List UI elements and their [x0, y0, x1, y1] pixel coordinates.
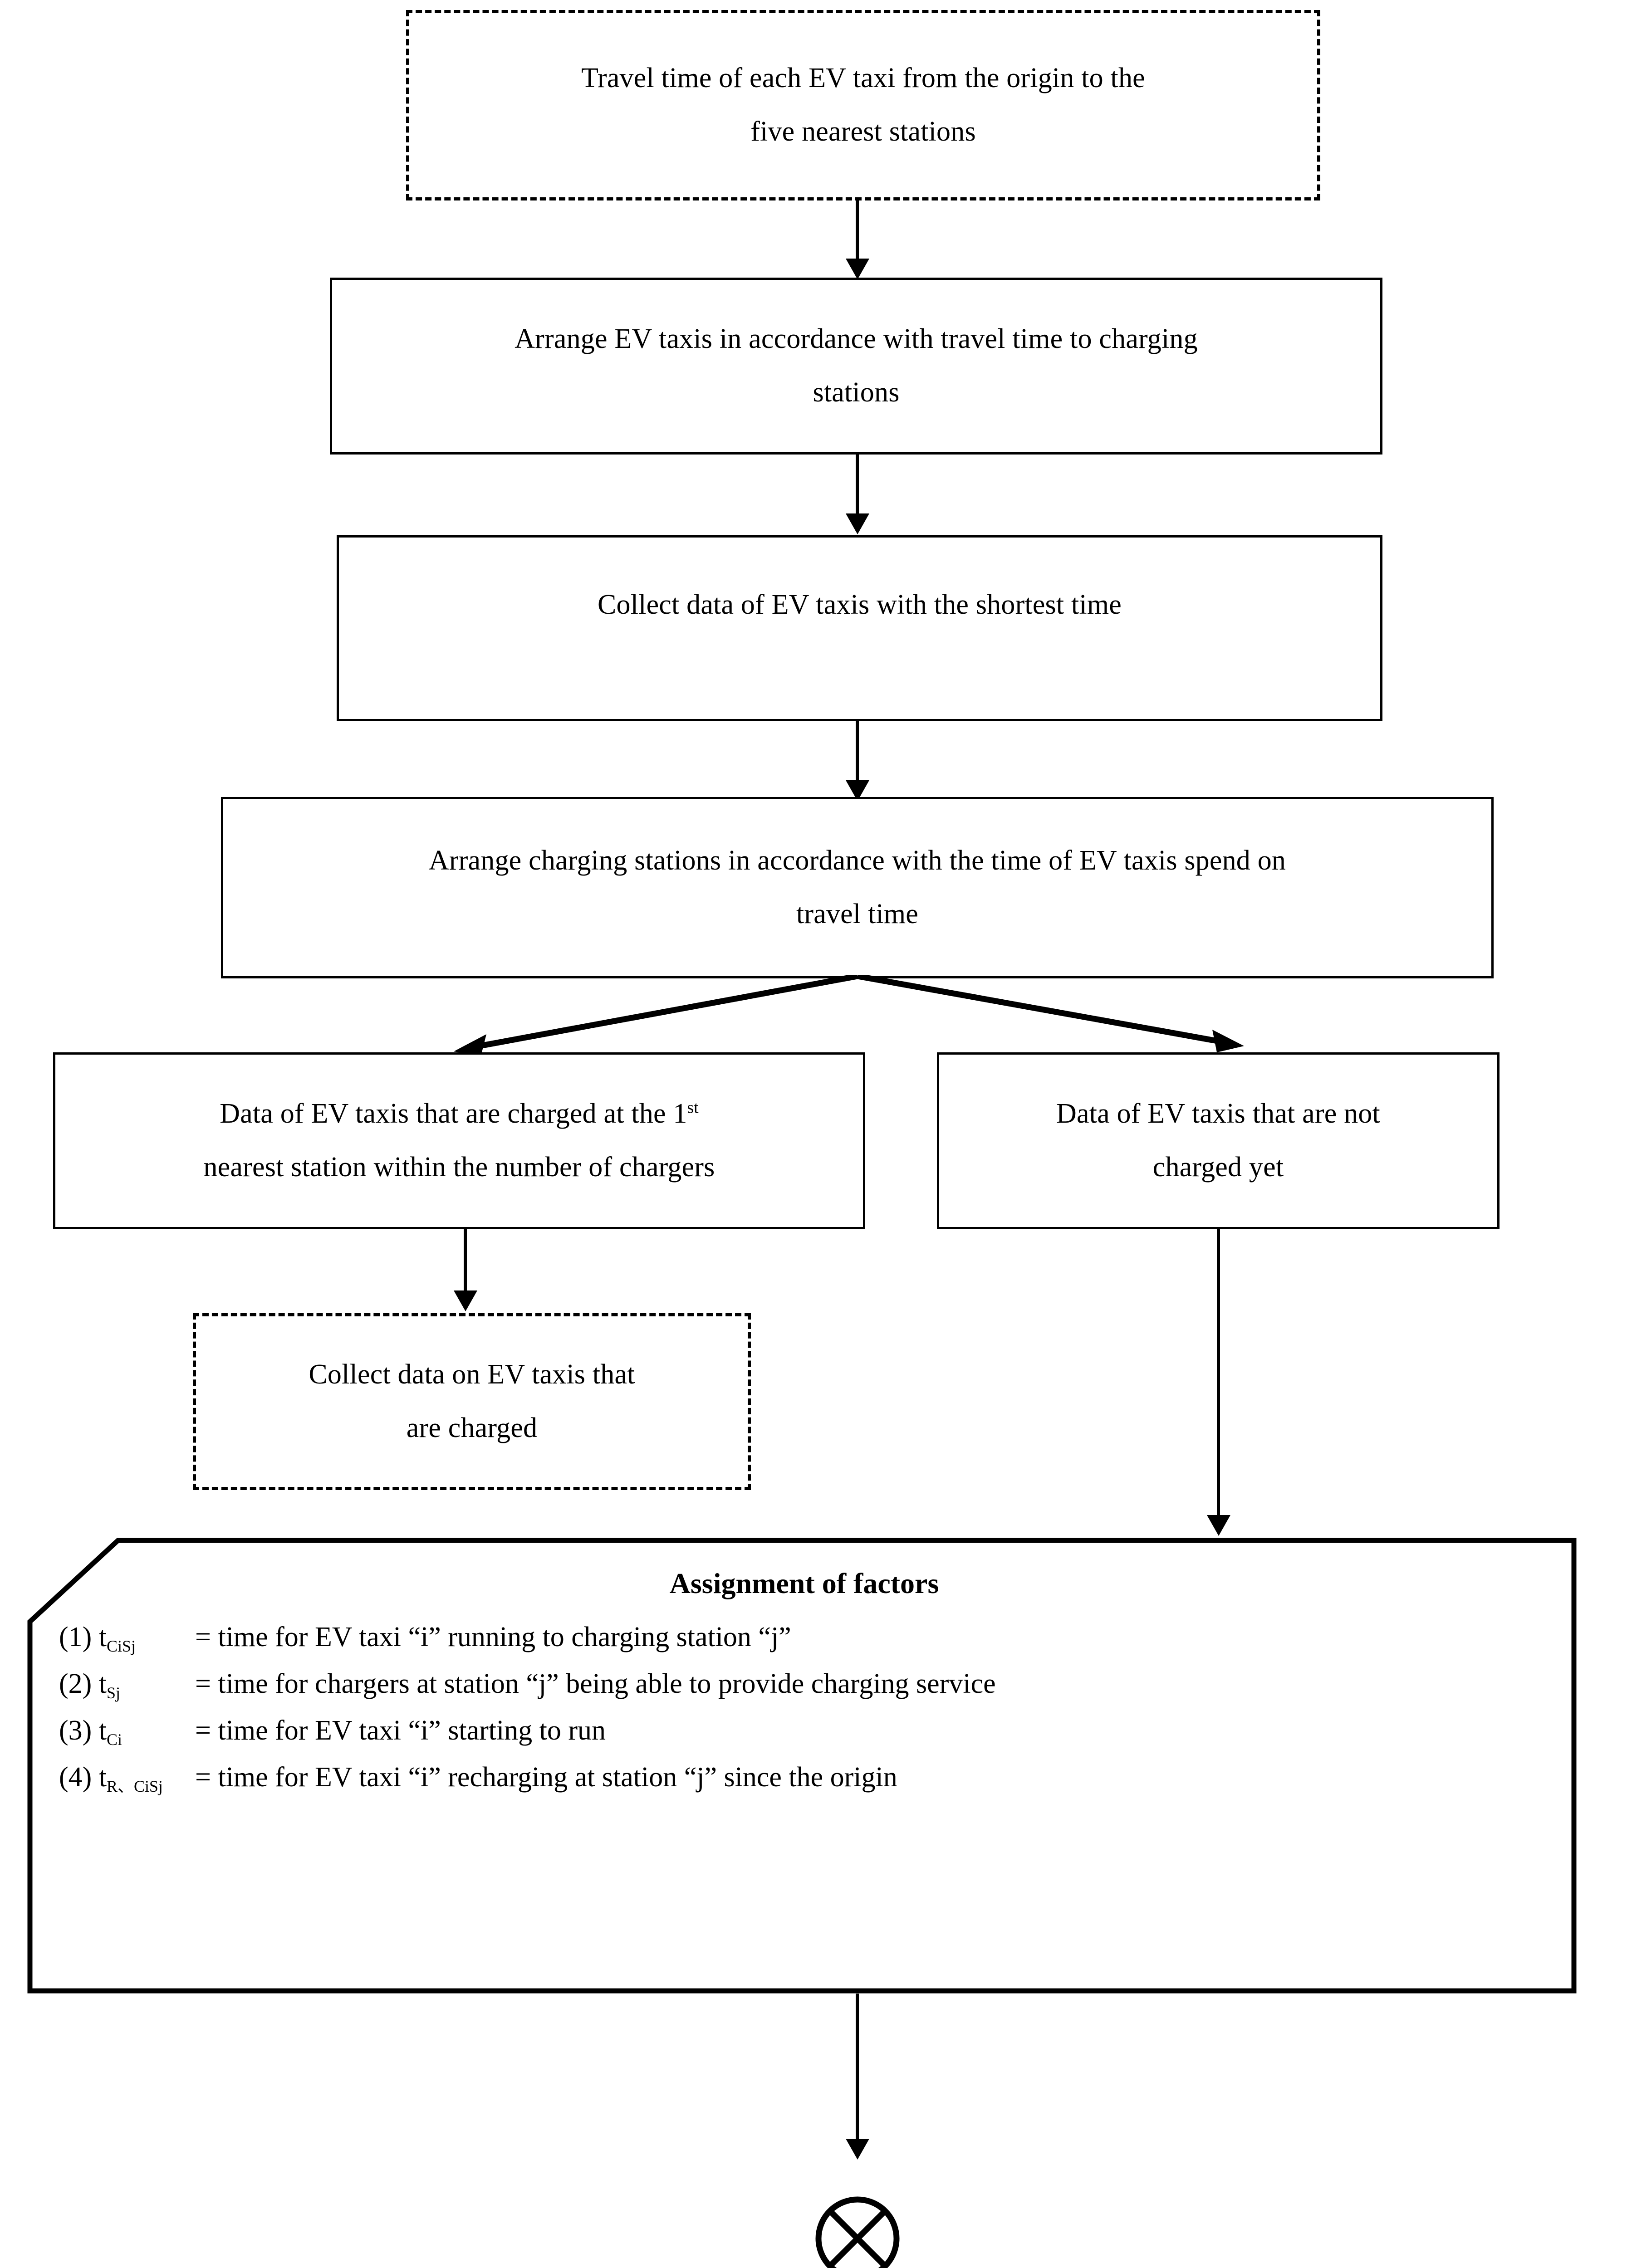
arrowhead-travel-to-arrange-taxis: [846, 259, 869, 279]
factor-row: (3) tCi = time for EV taxi “i” starting …: [59, 1715, 1549, 1749]
terminator-connector-icon: [812, 2193, 903, 2268]
factor-description: = time for EV taxi “i” recharging at sta…: [195, 1762, 897, 1793]
connector-collect-to-arrange-stations: [856, 721, 859, 785]
node-collect-charged-line2: are charged: [406, 1413, 538, 1443]
node-arrange-taxis-line1: Arrange EV taxis in accordance with trav…: [515, 323, 1198, 355]
node-travel-time: Travel time of each EV taxi from the ori…: [406, 10, 1320, 200]
factor-symbol: (2) tSj: [59, 1668, 121, 1702]
factor-subscript: R、CiSj: [107, 1777, 163, 1795]
node-charged-first-station-line1: Data of EV taxis that are charged at the…: [220, 1098, 699, 1129]
node-collect-charged: Collect data on EV taxis that are charge…: [193, 1313, 751, 1490]
node-assignment-of-factors: Assignment of factors (1) tCiSj = time f…: [27, 1538, 1577, 1994]
factor-symbol: (4) tR、CiSj: [59, 1762, 163, 1795]
node-not-charged-yet-line2: charged yet: [1152, 1152, 1284, 1183]
factor-description: = time for EV taxi “i” running to chargi…: [195, 1622, 791, 1652]
node-charged-first-station-line2: nearest station within the number of cha…: [203, 1152, 715, 1183]
factor-row: (4) tR、CiSj = time for EV taxi “i” recha…: [59, 1761, 1549, 1795]
node-collect-shortest: Collect data of EV taxis with the shorte…: [337, 535, 1382, 721]
factor-symbol: (3) tCi: [59, 1715, 123, 1749]
branch-arrows: [454, 975, 1244, 1056]
node-arrange-stations-line2: travel time: [796, 899, 919, 929]
connector-arrange-taxis-to-collect: [856, 455, 859, 518]
node-travel-time-line2: five nearest stations: [750, 116, 976, 147]
node-collect-shortest-line1: Collect data of EV taxis with the shorte…: [597, 589, 1122, 620]
factor-description: = time for EV taxi “i” starting to run: [195, 1715, 606, 1746]
node-arrange-taxis: Arrange EV taxis in accordance with trav…: [330, 278, 1382, 455]
node-charged-first-station: Data of EV taxis that are charged at the…: [53, 1052, 865, 1229]
arrowhead-arrange-taxis-to-collect: [846, 513, 869, 534]
connector-charged-first-to-collect-charged: [464, 1229, 467, 1295]
factor-row: (1) tCiSj = time for EV taxi “i” running…: [59, 1621, 1549, 1655]
factor-description: = time for chargers at station “j” being…: [195, 1668, 996, 1699]
arrowhead-charged-first-to-collect-charged: [454, 1290, 477, 1311]
node-not-charged-yet: Data of EV taxis that are not charged ye…: [937, 1052, 1500, 1229]
assignment-box-outline: [27, 1538, 1577, 1994]
node-travel-time-line1: Travel time of each EV taxi from the ori…: [581, 63, 1145, 94]
connector-assignment-to-terminator: [856, 1994, 859, 2143]
node-arrange-taxis-line2: stations: [813, 377, 900, 408]
factor-subscript: Ci: [107, 1730, 123, 1749]
ordinal-suffix: st: [687, 1098, 699, 1117]
arrowhead-not-charged-to-assignment: [1207, 1515, 1230, 1536]
connector-travel-to-arrange-taxis: [856, 200, 859, 263]
factor-subscript: Sj: [107, 1683, 121, 1702]
circle-with-x-icon: [815, 2196, 900, 2268]
node-arrange-stations: Arrange charging stations in accordance …: [221, 797, 1494, 978]
factor-row: (2) tSj = time for chargers at station “…: [59, 1668, 1549, 1702]
connector-not-charged-to-assignment: [1217, 1229, 1220, 1520]
node-not-charged-yet-line1: Data of EV taxis that are not: [1056, 1098, 1380, 1129]
factor-symbol: (1) tCiSj: [59, 1622, 136, 1655]
node-collect-charged-line1: Collect data on EV taxis that: [309, 1359, 635, 1390]
arrowhead-assignment-to-terminator: [846, 2139, 869, 2160]
assignment-title: Assignment of factors: [669, 1567, 939, 1599]
node-arrange-stations-line1: Arrange charging stations in accordance …: [428, 845, 1286, 876]
factor-subscript: CiSj: [107, 1637, 136, 1655]
